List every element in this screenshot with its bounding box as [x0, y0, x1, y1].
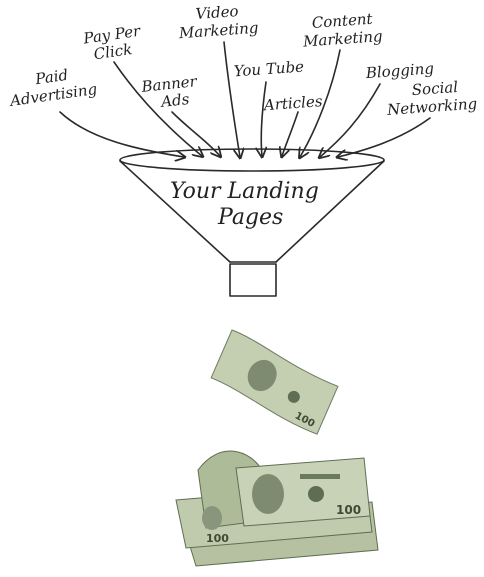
label-you-tube: You Tube — [233, 57, 304, 80]
arrow-you-tube — [261, 81, 266, 156]
arrow-articles — [282, 111, 299, 156]
label-articles: Articles — [261, 92, 323, 114]
arrow-banner-ads — [171, 111, 220, 156]
funnel-rim — [119, 148, 385, 172]
label-video-marketing: Video Marketing — [176, 1, 259, 43]
bill-pile: 100 100 — [175, 450, 379, 567]
label-paid-advertising: Paid Advertising — [4, 62, 98, 110]
label-content-marketing: Content Marketing — [300, 9, 383, 51]
label-banner-ads: Banner Ads — [140, 72, 204, 113]
falling-bill-body — [210, 329, 339, 435]
pile-bill-portrait — [252, 474, 284, 514]
arrow-paid-advertising — [59, 111, 184, 157]
arrow-content-marketing — [300, 49, 341, 157]
source-arrows — [59, 41, 431, 157]
falling-bill-portrait — [247, 359, 277, 392]
label-pay-per-click: Pay Per Click — [81, 21, 148, 64]
falling-bill: 100 — [210, 329, 339, 435]
label-blogging: Blogging — [364, 59, 434, 82]
pile-bill-seal — [308, 486, 324, 502]
money-illustration: 100 100 100 — [175, 329, 379, 567]
arrow-social-networking — [338, 117, 431, 157]
pile-bill-serial — [300, 474, 340, 479]
pile-bill-denomination-2: 100 — [206, 532, 229, 545]
label-social-networking: Social Networking — [384, 77, 478, 119]
funnel-label: Your Landing Pages — [170, 179, 326, 230]
pile-bill-denomination: 100 — [336, 503, 361, 517]
pile-bill-portrait-2 — [202, 506, 222, 530]
arrow-video-marketing — [223, 41, 240, 157]
falling-bill-seal — [287, 390, 300, 403]
arrow-blogging — [320, 83, 381, 157]
funnel-body — [119, 160, 385, 263]
funnel: Your Landing Pages — [119, 148, 385, 297]
funnel-spout — [229, 263, 277, 297]
source-labels: Paid Advertising Pay Per Click Banner Ad… — [4, 1, 478, 119]
arrow-pay-per-click — [113, 61, 202, 156]
